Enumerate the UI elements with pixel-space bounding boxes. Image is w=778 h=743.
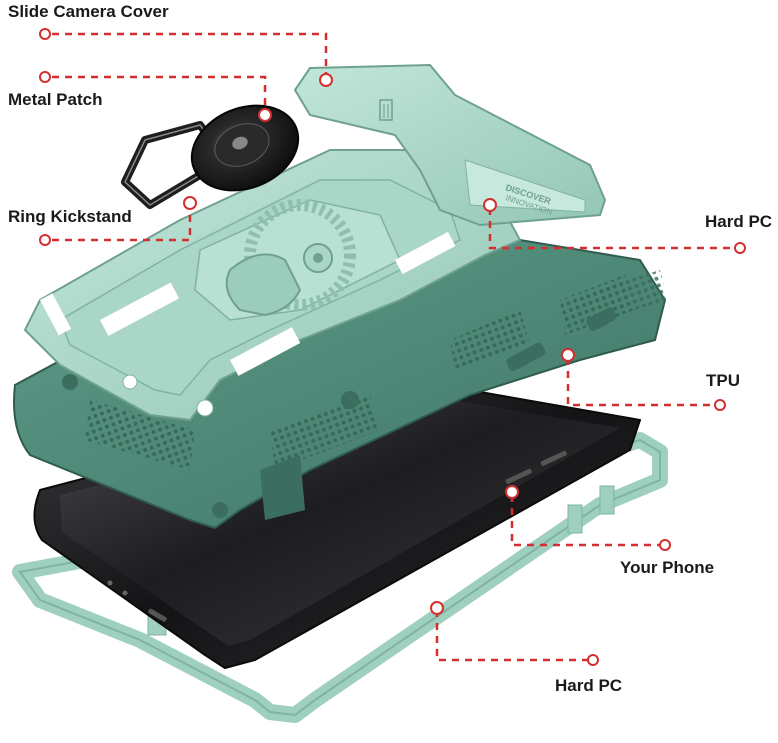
label-tpu: TPU	[706, 371, 740, 390]
leader-metal-patch	[52, 75, 267, 115]
leader-tpu	[566, 358, 717, 407]
leader-markers	[39, 28, 746, 666]
tpu-layer	[13, 238, 668, 530]
label-slide-camera-cover: Slide Camera Cover	[8, 2, 169, 21]
leader-slide-camera-cover	[52, 32, 328, 80]
label-your-phone: Your Phone	[620, 558, 715, 577]
label-hard-pc-top: Hard PC	[705, 212, 773, 231]
leader-your-phone	[510, 495, 662, 547]
metal-patch	[190, 104, 300, 192]
leader-ring-kickstand	[52, 203, 192, 242]
leader-lines	[52, 32, 735, 662]
label-metal-patch: Metal Patch	[8, 90, 103, 109]
leader-hard-pc-top	[488, 208, 735, 250]
hard-pc-top-frame	[23, 149, 522, 422]
slide-camera-cover: DISCOVER INNOVATION	[293, 63, 607, 227]
label-hard-pc-bottom: Hard PC	[555, 676, 623, 695]
label-ring-kickstand: Ring Kickstand	[8, 207, 132, 226]
gear-icon	[244, 199, 356, 311]
leader-hard-pc-bottom	[435, 610, 590, 662]
